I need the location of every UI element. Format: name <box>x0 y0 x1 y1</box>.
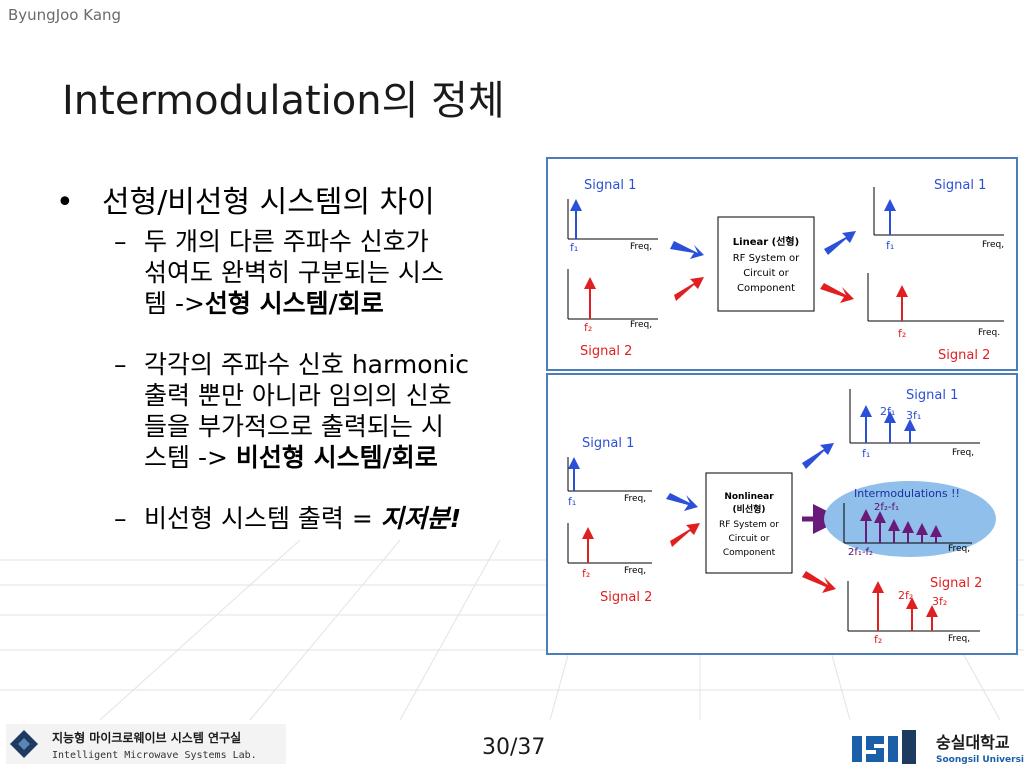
sub2-line1: 각각의 주파수 신호 harmonic <box>144 350 470 379</box>
lin-in1-freq: Freq, <box>630 242 652 252</box>
lin-out2-freq: Freq. <box>978 328 1000 338</box>
nl-im-freq: Freq, <box>948 544 970 554</box>
lin-out1-f1: f₁ <box>886 239 894 252</box>
nl-intermod-title: Intermodulations !! <box>854 487 960 500</box>
nl-box-title: Nonlinear <box>724 492 774 502</box>
lin-in2-f2: f₂ <box>584 321 592 334</box>
nl-in1-freq: Freq, <box>624 494 646 504</box>
sub2-line3: 들을 부가적으로 출력되는 시 <box>144 412 444 441</box>
nl-in1-f1: f₁ <box>568 495 576 508</box>
nl-arrow-out-red-icon <box>802 571 836 593</box>
nl-out1-freq: Freq, <box>952 448 974 458</box>
nl-in2-f2: f₂ <box>582 567 590 580</box>
sub2-line4: 스템 -> <box>144 443 228 472</box>
lin-in-signal2-label: Signal 2 <box>580 344 632 359</box>
bullet-dot-icon: • <box>56 185 74 220</box>
nl-in-signal2-label: Signal 2 <box>600 590 652 605</box>
nl-box-subtitle: (비선형) <box>732 503 765 515</box>
dash-icon: – <box>114 350 127 379</box>
lin-out1-freq: Freq, <box>982 240 1004 250</box>
slide-title: Intermodulation의 정체 <box>62 78 505 124</box>
lin-out2-f2: f₂ <box>898 327 906 340</box>
sub1-bold: 선형 시스템/회로 <box>204 289 384 318</box>
lin-box-line3: Component <box>737 283 795 294</box>
lin-box-title: Linear (선형) <box>733 235 799 248</box>
nl-in2-freq: Freq, <box>624 566 646 576</box>
sub2-bold: 비선형 시스템/회로 <box>235 443 438 472</box>
lab-korean-name: 지능형 마이크로웨이브 시스템 연구실 <box>52 730 241 745</box>
lab-english-name: Intelligent Microwave Systems Lab. <box>52 750 257 761</box>
lin-box-line1: RF System or <box>733 253 800 264</box>
nl-arrow-out-blue-icon <box>802 443 834 469</box>
nl-box-line1: RF System or <box>719 520 779 530</box>
nl-arrow-in-blue-icon <box>666 493 698 511</box>
lin-arrow-in-blue-icon <box>670 241 704 259</box>
nonlinear-system-box <box>705 472 793 574</box>
page-number: 30/37 <box>482 735 546 760</box>
nl-out2-f2: f₂ <box>874 633 882 646</box>
lab-logo: 지능형 마이크로웨이브 시스템 연구실 Intelligent Microwav… <box>6 724 286 764</box>
sub1-line1: 두 개의 다른 주파수 신호가 <box>144 227 429 256</box>
nl-out-signal2-label: Signal 2 <box>930 576 982 591</box>
sub-bullet-nonlinear: – 각각의 주파수 신호 harmonic 출력 뿐만 아니라 임의의 신호 들… <box>56 349 536 473</box>
nl-out-signal1-label: Signal 1 <box>906 388 958 403</box>
nl-arrow-in-red-icon <box>670 523 700 547</box>
lin-in2-freq: Freq, <box>630 320 652 330</box>
sub-bullet-output: – 비선형 시스템 출력 = 지저분! <box>56 503 536 534</box>
lin-arrow-out-red-icon <box>820 283 854 303</box>
sub3-text: 비선형 시스템 출력 = <box>144 504 373 533</box>
bullet-main: • 선형/비선형 시스템의 차이 <box>56 184 536 222</box>
lin-arrow-out-blue-icon <box>824 231 856 255</box>
nl-out-2f2: 2f₂ <box>898 589 913 602</box>
univ-korean-name: 숭실대학교 <box>936 733 1010 752</box>
nl-box-line2: Circuit or <box>728 534 769 544</box>
sub2-line2: 출력 뿐만 아니라 임의의 신호 <box>144 381 452 410</box>
lin-box-line2: Circuit or <box>743 268 789 279</box>
lab-cube-icon <box>10 730 38 758</box>
nonlinear-diagram-panel: Signal 1 f₁ Freq, f₂ Freq, Signal 2 Nonl… <box>546 373 1018 655</box>
nl-out-2f1: 2f₁ <box>880 405 895 418</box>
nl-out-3f2: 3f₂ <box>932 595 947 608</box>
nl-im-upper: 2f₂-f₁ <box>874 502 899 513</box>
sub1-line2: 섞여도 완벽히 구분되는 시스 <box>144 258 444 287</box>
lin-in1-f1: f₁ <box>570 241 578 254</box>
sub1-line3: 템 -> <box>144 289 205 318</box>
lin-in-signal1-label: Signal 1 <box>584 178 636 193</box>
univ-english-name: Soongsil University <box>936 755 1024 765</box>
dash-icon: – <box>114 504 127 533</box>
lin-out-signal1-label: Signal 1 <box>934 178 986 193</box>
linear-diagram-panel: Signal 1 f₁ Freq, f₂ Freq, Signal 2 Line… <box>546 157 1018 371</box>
sub-bullet-linear: – 두 개의 다른 주파수 신호가 섞여도 완벽히 구분되는 시스 템 ->선형… <box>56 226 536 319</box>
nl-box-line3: Component <box>723 548 776 558</box>
nl-in-signal1-label: Signal 1 <box>582 436 634 451</box>
nl-out1-f1: f₁ <box>862 447 870 460</box>
bullet-main-text: 선형/비선형 시스템의 차이 <box>102 185 435 220</box>
bullet-list: • 선형/비선형 시스템의 차이 – 두 개의 다른 주파수 신호가 섞여도 완… <box>56 184 536 534</box>
dash-icon: – <box>114 227 127 256</box>
lin-out-signal2-label: Signal 2 <box>938 348 990 363</box>
university-logo: 숭실대학교 Soongsil University <box>852 730 1024 765</box>
lin-arrow-in-red-icon <box>674 277 704 301</box>
linear-system-box <box>717 216 815 312</box>
background-grid <box>0 540 1024 720</box>
nl-out2-freq: Freq, <box>948 634 970 644</box>
sub3-bold-italic: 지저분! <box>380 504 462 533</box>
nl-out-3f1: 3f₁ <box>906 409 921 422</box>
university-emblem-icon <box>852 730 916 764</box>
nl-im-lower: 2f₁-f₂ <box>848 547 873 558</box>
author-name: ByungJoo Kang <box>8 6 122 24</box>
